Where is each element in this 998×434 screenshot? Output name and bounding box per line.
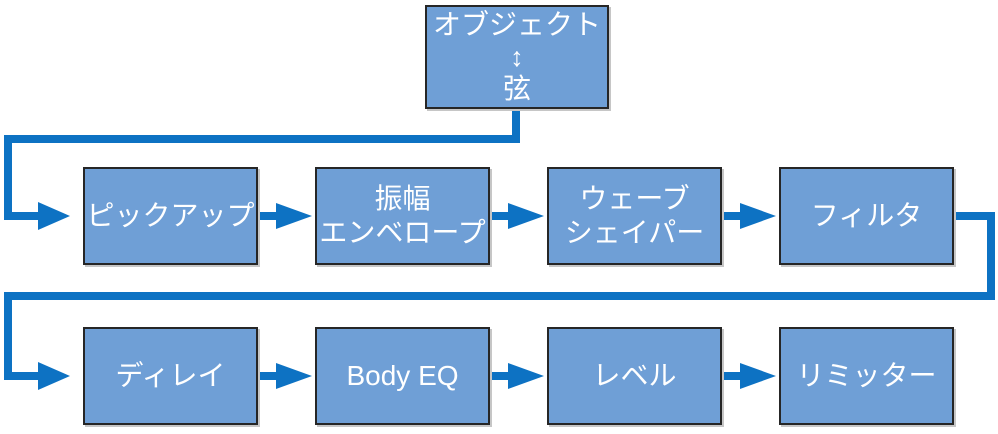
- node-label: フィルタ: [810, 199, 923, 231]
- arrowhead-icon: [740, 203, 776, 229]
- connector-filter-to-delay-line: [4, 212, 995, 380]
- arrowhead-icon: [276, 363, 312, 389]
- arrowhead-into-pickup-icon: [38, 202, 70, 230]
- arrowhead-icon: [276, 203, 312, 229]
- double-arrow-icon: ↕: [510, 41, 524, 72]
- arrow-pickup-to-amplitude-envelope: [256, 203, 312, 229]
- arrowhead-icon: [740, 363, 776, 389]
- arrow-body-eq-to-level: [488, 363, 544, 389]
- arrow-delay-to-body-eq: [256, 363, 312, 389]
- node-waveshaper: ウェーブ シェイパー: [547, 167, 722, 265]
- connector-filter-to-delay: [4, 212, 995, 390]
- connector-object-to-pickup: [4, 109, 520, 230]
- node-delay: ディレイ: [83, 327, 258, 425]
- arrowhead-into-delay-icon: [38, 362, 70, 390]
- node-label: Body EQ: [346, 359, 459, 391]
- node-label: ウェーブ シェイパー: [564, 182, 705, 248]
- arrow-waveshaper-to-filter: [720, 203, 776, 229]
- arrow-level-to-limiter: [720, 363, 776, 389]
- node-label: ディレイ: [115, 359, 226, 391]
- arrow-amplitude-envelope-to-waveshaper: [488, 203, 544, 229]
- node-body-eq: Body EQ: [315, 327, 490, 425]
- connector-object-to-pickup-line: [4, 109, 520, 220]
- node-filter: フィルタ: [779, 167, 954, 265]
- node-label: リミッター: [796, 359, 937, 391]
- node-object-string: オブジェクト ↕ 弦: [425, 5, 609, 109]
- arrowhead-icon: [508, 363, 544, 389]
- node-label: 振幅 エンベロープ: [319, 182, 486, 248]
- node-label: ピックアップ: [86, 199, 255, 231]
- node-limiter: リミッター: [779, 327, 954, 425]
- arrowhead-icon: [508, 203, 544, 229]
- object-label: オブジェクト: [432, 9, 601, 41]
- node-amplitude-envelope: 振幅 エンベロープ: [315, 167, 490, 265]
- node-pickup: ピックアップ: [83, 167, 258, 265]
- node-level: レベル: [547, 327, 722, 425]
- node-label: レベル: [592, 359, 677, 391]
- string-label: 弦: [502, 72, 531, 104]
